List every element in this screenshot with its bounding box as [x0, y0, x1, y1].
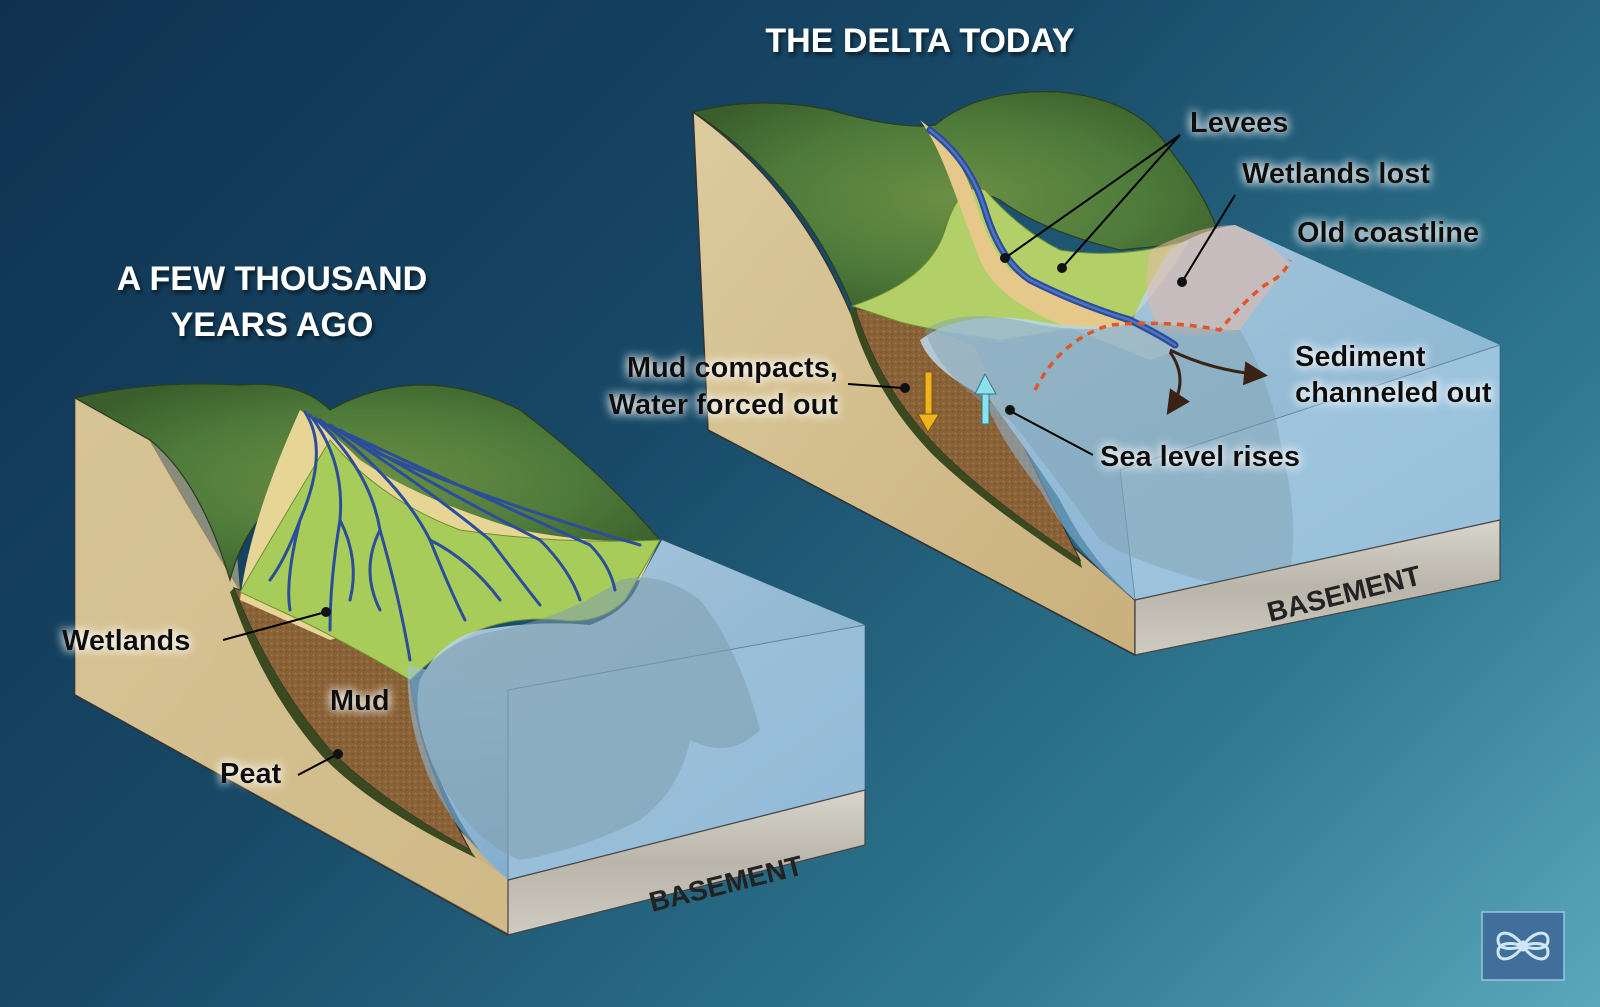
label-peat: Peat	[220, 758, 282, 790]
levee-pointer-dot-2	[1057, 263, 1067, 273]
right-water-front	[985, 400, 1135, 600]
right-basement-edge	[707, 429, 1136, 656]
right-title: THE DELTA TODAY	[765, 22, 1074, 60]
label-mud-compacts-2: Water forced out	[609, 389, 839, 421]
right-levee-sand	[920, 120, 1180, 360]
left-title-line1: A FEW THOUSAND	[117, 260, 427, 298]
knot-logo-icon	[1481, 911, 1565, 981]
sediment-arrow-down	[1166, 351, 1190, 415]
label-levees: Levees	[1190, 107, 1288, 139]
left-title-line2: YEARS AGO	[171, 306, 374, 344]
peat-pointer-dot	[333, 749, 343, 759]
compaction-arrow-icon	[917, 371, 940, 433]
left-river-channels	[268, 410, 642, 662]
sea-level-arrow-icon	[974, 372, 997, 425]
label-mud: Mud	[330, 685, 390, 717]
wetlands-pointer-dot	[321, 607, 331, 617]
label-wetlands: Wetlands	[62, 625, 190, 657]
sea-level-pointer-dot	[1005, 405, 1015, 415]
right-submerged-lobe	[925, 316, 1294, 584]
left-block	[73, 383, 866, 937]
label-sediment-2: channeled out	[1295, 377, 1492, 409]
right-lost-land	[1146, 225, 1290, 335]
right-basement	[1134, 519, 1501, 656]
left-front-sand	[75, 398, 510, 935]
label-mud-compacts-1: Mud compacts,	[627, 352, 838, 384]
left-submerged-lobe	[417, 577, 760, 860]
mud-compacts-pointer-dot	[900, 383, 910, 393]
sediment-arrow-right	[1169, 348, 1268, 386]
label-sea-level: Sea level rises	[1100, 441, 1300, 473]
wetlands-lost-pointer-dot	[1177, 277, 1187, 287]
left-basement	[507, 789, 866, 936]
right-river-highlight	[928, 128, 1177, 347]
label-wetlands-lost: Wetlands lost	[1242, 158, 1430, 190]
right-block	[691, 91, 1501, 657]
left-basement-edge	[74, 694, 509, 936]
left-title: A FEW THOUSAND YEARS AGO	[117, 260, 427, 344]
label-old-coastline: Old coastline	[1297, 217, 1479, 249]
right-title-text: THE DELTA TODAY	[765, 22, 1074, 60]
levee-pointer-dot-1	[1000, 253, 1010, 263]
label-sediment-1: Sediment	[1295, 341, 1426, 373]
